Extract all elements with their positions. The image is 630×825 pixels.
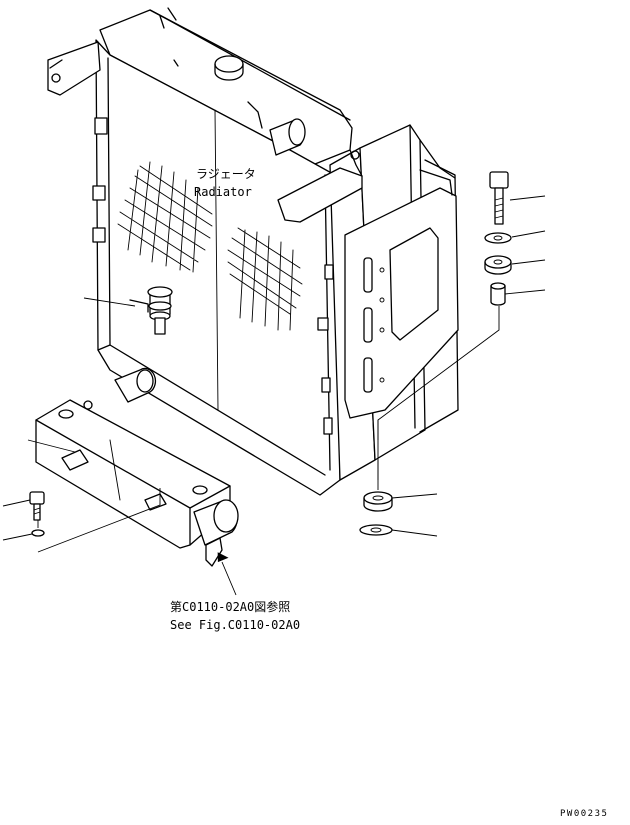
- core-mesh-left: [117, 161, 213, 273]
- assembly-lines: [37, 306, 500, 553]
- leader-lines: [2, 195, 546, 541]
- radiator-label-jp: ラジェータ: [196, 167, 256, 181]
- bolt-right: [489, 171, 509, 225]
- core-mesh-right: [227, 227, 303, 331]
- washer-left: [31, 529, 45, 537]
- washer-lower: [359, 524, 393, 536]
- reference-label-jp: 第C0110-02A0図参照: [170, 599, 290, 614]
- drawing-code: PW00235: [560, 809, 608, 819]
- reference-arrow: [217, 552, 237, 596]
- side-mounting-plate: [344, 169, 459, 419]
- bolt-left: [29, 491, 45, 521]
- radiator-label-en: Radiator: [194, 185, 252, 199]
- rubber-cushion-lower: [363, 491, 393, 512]
- reference-label-en: See Fig.C0110-02A0: [170, 618, 300, 632]
- rubber-mount-assembly: [129, 286, 173, 335]
- spacer-collar-right: [490, 282, 506, 306]
- rubber-cushion-right: [484, 255, 512, 275]
- bottom-tank: [35, 399, 239, 567]
- washer-right: [484, 232, 512, 244]
